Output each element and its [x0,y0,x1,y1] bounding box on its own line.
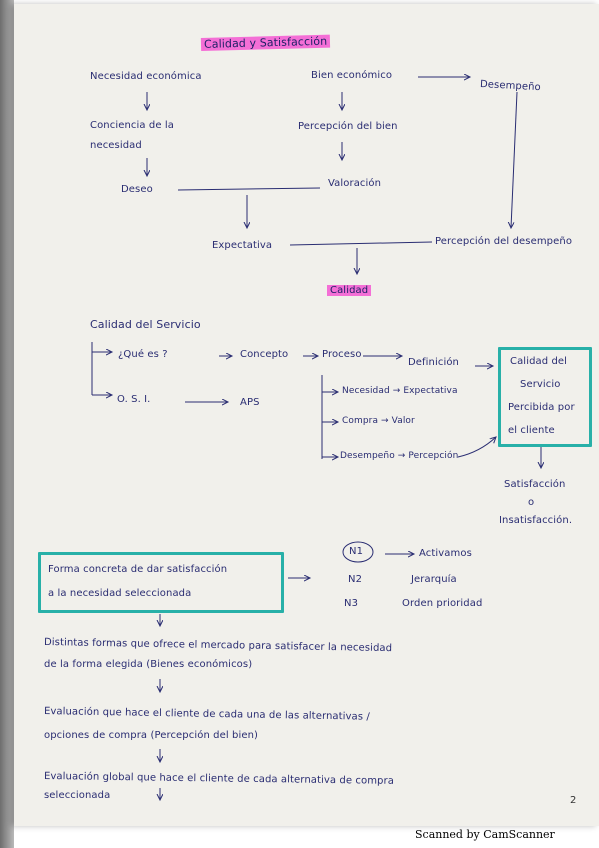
box-line-4: el cliente [508,425,555,436]
box-line-1: Calidad del [510,356,568,367]
label-jerarquia: Jerarquía [411,574,457,585]
label-necesidad-economica: Necesidad económica [90,71,202,82]
label-bien-economico: Bien económico [311,70,393,81]
label-n2: N2 [348,574,363,585]
label-osi: O. S. I. [117,394,151,405]
box-line-3: Percibida por [508,402,575,413]
label-insatisfaccion: Insatisfacción. [499,515,573,526]
scanner-watermark: Scanned by CamScanner [415,828,555,841]
label-expectativa: Expectativa [212,240,273,251]
label-o: o [528,497,535,508]
label-conciencia: Conciencia de la [90,120,174,131]
text-line-2: de la forma elegida (Bienes económicos) [44,659,253,670]
text-line-4: opciones de compra (Percepción del bien) [44,730,259,741]
label-satisfaccion: Satisfacción [504,479,566,490]
label-orden-prioridad: Orden prioridad [402,598,483,609]
text-line-6: seleccionada [44,790,111,801]
label-definicion: Definición [408,357,459,368]
label-n3: N3 [344,598,359,609]
box-forma-line-1: Forma concreta de dar satisfacción [48,564,228,575]
label-necesidad-expectativa: Necesidad → Expectativa [342,386,458,396]
label-valoracion: Valoración [328,178,382,189]
label-concepto: Concepto [240,349,289,360]
label-deseo: Deseo [121,184,153,195]
label-percepcion-desempeno: Percepción del desempeño [435,236,573,247]
label-necesidad: necesidad [90,140,142,151]
box-line-2: Servicio [520,379,561,390]
box-forma-concreta [38,552,284,613]
label-proceso: Proceso [322,349,362,360]
scan-left-edge [0,0,14,848]
notebook-page [14,4,599,826]
label-calidad-servicio: Calidad del Servicio [90,318,201,331]
label-percepcion-bien: Percepción del bien [298,121,398,132]
label-que-es: ¿Qué es ? [118,349,168,360]
label-compra-valor: Compra → Valor [342,416,415,426]
box-calidad-percibida [498,347,592,447]
label-aps: APS [240,397,260,408]
label-desempeno-percepcion: Desempeño → Percepción [340,451,459,461]
label-calidad: Calidad [327,285,372,296]
box-forma-line-2: a la necesidad seleccionada [48,588,192,599]
page-number: 2 [570,795,577,806]
label-n1: N1 [349,546,364,557]
label-activamos: Activamos [419,548,472,559]
